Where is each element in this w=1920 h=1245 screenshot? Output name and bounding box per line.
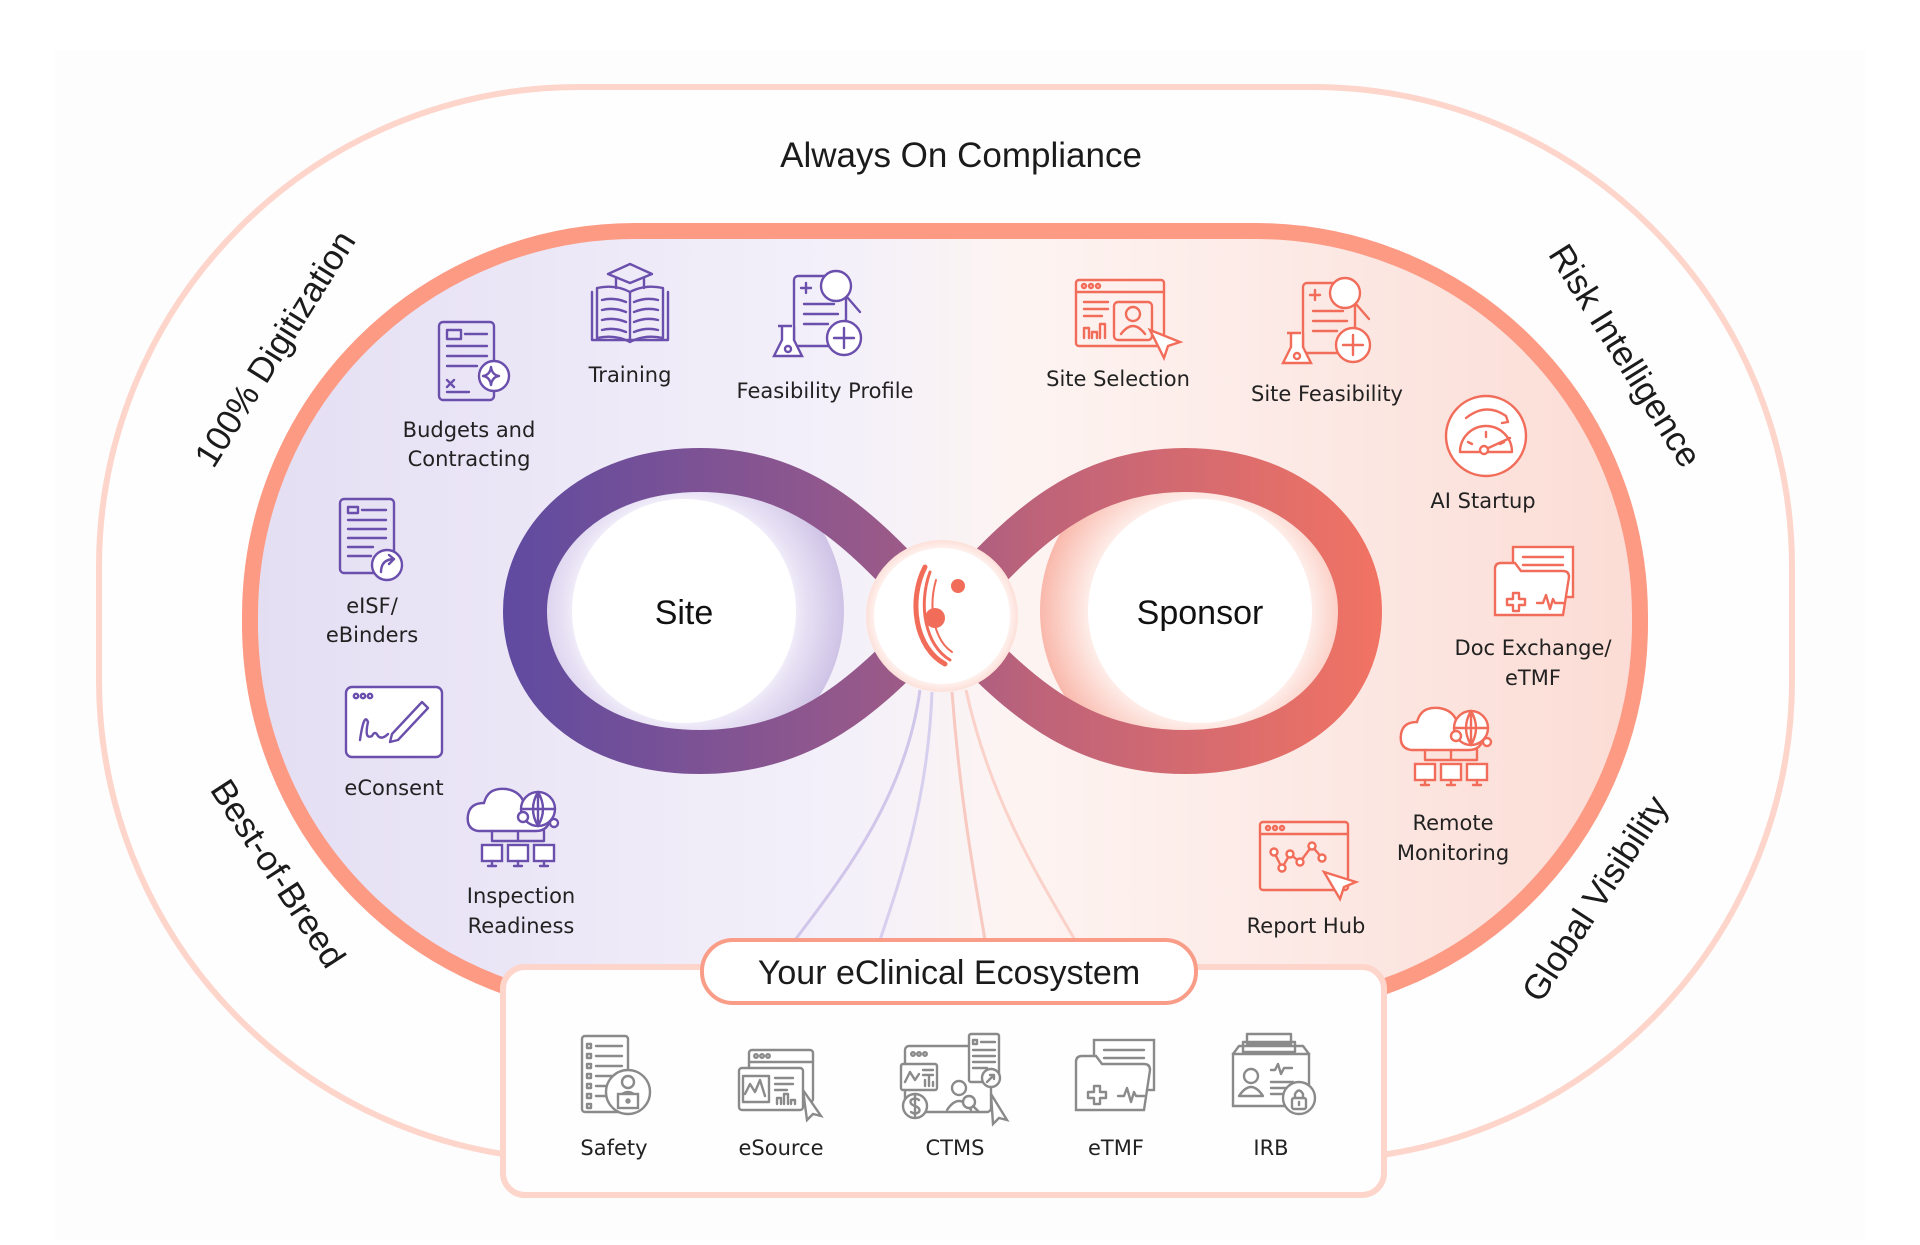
id-card-lock-icon [1231, 1032, 1317, 1116]
feature-label: eISF/ [346, 594, 399, 618]
feature-remote-monitoring[interactable]: Remote Monitoring [1397, 706, 1509, 865]
ecosystem-item-label: CTMS [926, 1136, 985, 1160]
feature-site-feasibility[interactable]: Site Feasibility [1251, 276, 1403, 406]
list-user-laptop-icon [580, 1034, 652, 1116]
feature-eisf-ebinders[interactable]: eISF/ eBinders [326, 497, 418, 647]
site-label: Site [655, 594, 714, 632]
site-circle[interactable] [572, 499, 796, 723]
feature-label: AI Startup [1430, 489, 1535, 513]
lab-document-search-icon [772, 269, 863, 358]
cloud-network-icon [1399, 706, 1493, 787]
feature-label: Readiness [468, 914, 575, 938]
feature-training[interactable]: Training [588, 262, 672, 387]
ecosystem-item-label: eTMF [1088, 1136, 1144, 1160]
speedometer-icon [1444, 394, 1528, 478]
ecosystem-connectors [793, 689, 1077, 941]
feature-label: Monitoring [1397, 841, 1509, 865]
feature-report-hub[interactable]: Report Hub [1247, 820, 1366, 938]
feature-label: Training [588, 363, 672, 387]
dashboard-finance-icon [899, 1032, 1010, 1127]
ecosystem-item-ctms[interactable]: CTMS [899, 1032, 1010, 1160]
connector-line [964, 689, 1077, 941]
infinity-loop: Site Sponsor [503, 448, 1382, 774]
ecosystem-item-label: Safety [580, 1136, 647, 1160]
signature-window-icon [344, 685, 444, 759]
ecosystem-item-etmf[interactable]: eTMF [1074, 1038, 1156, 1160]
feature-ai-startup[interactable]: AI Startup [1430, 394, 1536, 513]
book-graduation-cap-icon [590, 262, 670, 344]
feature-label: eTMF [1505, 666, 1561, 690]
feature-label: Inspection [467, 884, 575, 908]
medical-folder-icon [1493, 545, 1575, 617]
contract-sparkle-icon [437, 320, 511, 402]
ecosystem-item-esource[interactable]: eSource [737, 1048, 824, 1160]
feature-site-selection[interactable]: Site Selection [1046, 278, 1190, 391]
connector-line [878, 691, 934, 941]
feature-inspection-readiness[interactable]: Inspection Readiness [466, 787, 575, 938]
feature-label: Site Selection [1046, 367, 1190, 391]
feature-label: Contracting [408, 447, 531, 471]
chart-window-cursor-icon [1258, 820, 1360, 902]
document-share-icon [338, 497, 404, 582]
sponsor-circle[interactable] [1088, 499, 1312, 723]
feature-label: Remote [1412, 811, 1493, 835]
ecosystem-panel: Your eClinical Ecosystem Safety [500, 938, 1387, 1198]
feature-label: Feasibility Profile [737, 379, 914, 403]
feature-label: eBinders [326, 623, 418, 647]
feature-label: eConsent [344, 776, 443, 800]
ecosystem-item-label: eSource [738, 1136, 823, 1160]
feature-label: Report Hub [1247, 914, 1366, 938]
ecosystem-title: Your eClinical Ecosystem [758, 954, 1140, 992]
feature-label: Budgets and [403, 418, 536, 442]
ecosystem-title-pill [700, 938, 1198, 1005]
feature-label: Site Feasibility [1251, 382, 1403, 406]
connector-line [950, 691, 987, 941]
center-logo[interactable] [866, 540, 1018, 692]
feature-feasibility-profile[interactable]: Feasibility Profile [737, 269, 914, 403]
ecosystem-item-label: IRB [1253, 1136, 1288, 1160]
sponsor-label: Sponsor [1137, 594, 1264, 632]
connector-line [793, 689, 922, 941]
medical-folder-icon [1074, 1038, 1156, 1112]
browser-profile-cursor-icon [1074, 278, 1184, 362]
feature-econsent[interactable]: eConsent [344, 685, 444, 800]
feature-doc-exchange-etmf[interactable]: Doc Exchange/ eTMF [1455, 545, 1613, 690]
feature-budgets-contracting[interactable]: Budgets and Contracting [403, 320, 536, 471]
browser-chart-cursor-icon [737, 1048, 824, 1123]
ecosystem-item-irb[interactable]: IRB [1231, 1032, 1317, 1160]
ecosystem-item-safety[interactable]: Safety [580, 1034, 652, 1160]
ring-label-top: Always On Compliance [780, 136, 1142, 175]
cloud-network-icon [466, 787, 560, 868]
feature-label: Doc Exchange/ [1455, 636, 1613, 660]
orbit-logo-icon [913, 564, 965, 667]
lab-document-search-icon [1281, 276, 1372, 365]
